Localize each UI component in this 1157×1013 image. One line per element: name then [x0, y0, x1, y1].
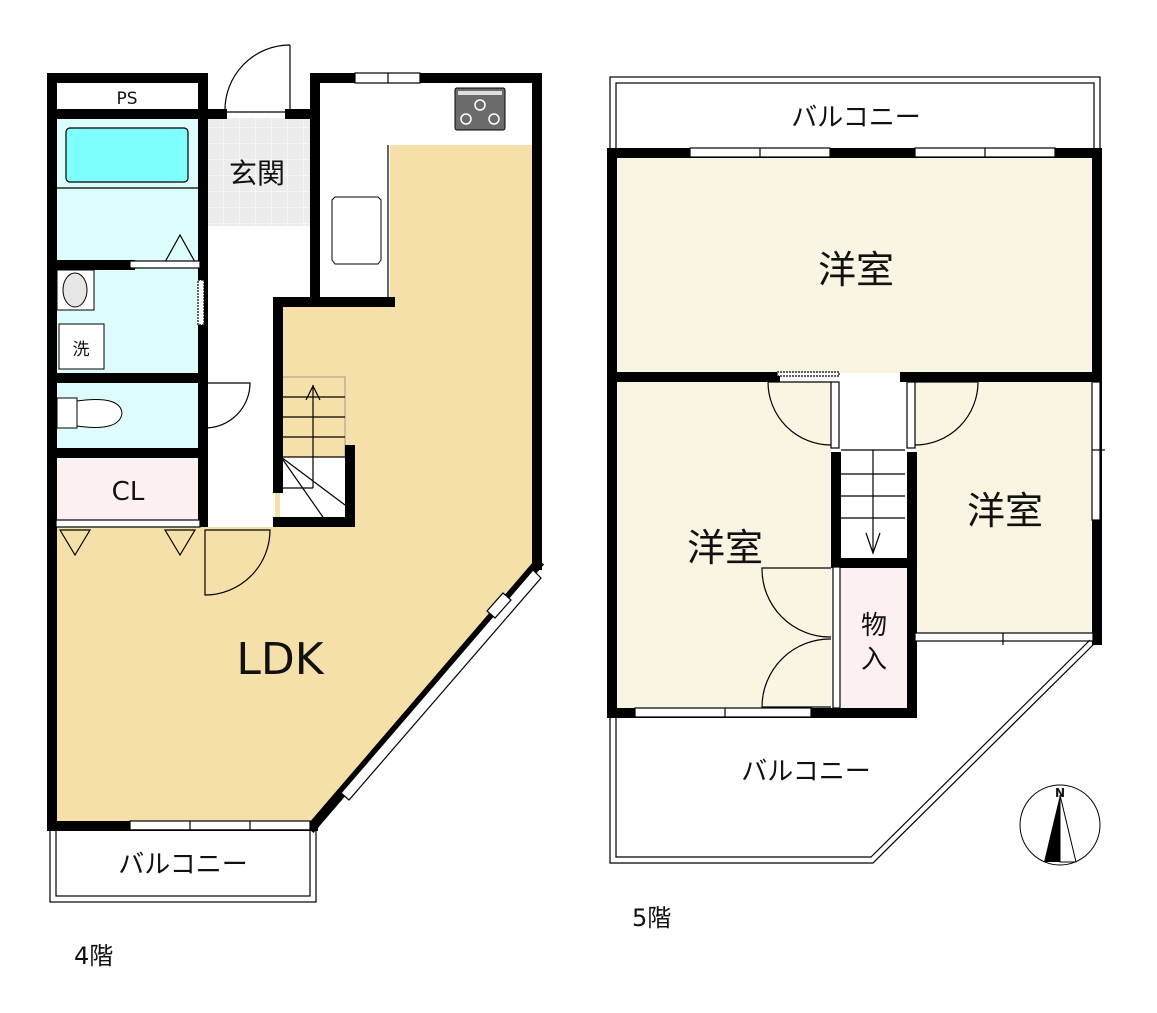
- storage-label-1: 物: [861, 611, 887, 641]
- ldk-label: LDK: [236, 634, 324, 685]
- ldk-door[interactable]: [204, 529, 271, 596]
- floor-4-caption: 4階: [74, 942, 113, 970]
- balcony-4f-label: バルコニー: [118, 850, 247, 880]
- closet-door-upper[interactable]: [761, 567, 832, 638]
- storage-area: [841, 567, 907, 708]
- floor-4: PS 玄関 洗 CL LDK バルコニー 4階: [47, 44, 545, 970]
- balcony-bottom: [609, 639, 1099, 864]
- wash-label: 洗: [73, 340, 90, 360]
- genkan-label: 玄関: [229, 157, 285, 190]
- toilet-icon: [56, 397, 123, 429]
- closet-door-lower[interactable]: [761, 638, 832, 708]
- stairs-5f: [841, 449, 905, 555]
- compass-north-label: N: [1055, 786, 1065, 800]
- cl-label: CL: [112, 477, 145, 507]
- western-room-left: [616, 382, 831, 708]
- stairs-4f: [280, 376, 346, 521]
- entrance-door[interactable]: [224, 44, 291, 113]
- floor-5-caption: 5階: [632, 904, 671, 932]
- floor-5: バルコニー 洋室 洋室 洋室 物 入 バルコニー 5階: [607, 76, 1105, 932]
- western-room-top-label: 洋室: [818, 248, 894, 292]
- door-right-room[interactable]: [914, 381, 979, 446]
- ps-label: PS: [116, 89, 137, 109]
- door-left-room[interactable]: [767, 381, 832, 446]
- toilet-door[interactable]: [204, 382, 251, 429]
- compass-icon: N: [1019, 784, 1101, 866]
- closet-area: [56, 457, 200, 520]
- stove-icon: [454, 87, 506, 131]
- kitchen-sink-icon: [331, 196, 382, 265]
- storage-label-2: 入: [861, 645, 887, 675]
- balcony-bottom-label: バルコニー: [741, 757, 870, 787]
- bathtub: [65, 127, 189, 183]
- washer-icon: [58, 323, 105, 370]
- balcony-top-label: バルコニー: [791, 103, 920, 133]
- western-room-right-label: 洋室: [967, 489, 1043, 533]
- western-room-top: [616, 158, 1093, 373]
- western-room-left-label: 洋室: [687, 526, 763, 570]
- western-room-right: [915, 382, 1091, 637]
- genkan-area: [205, 118, 310, 226]
